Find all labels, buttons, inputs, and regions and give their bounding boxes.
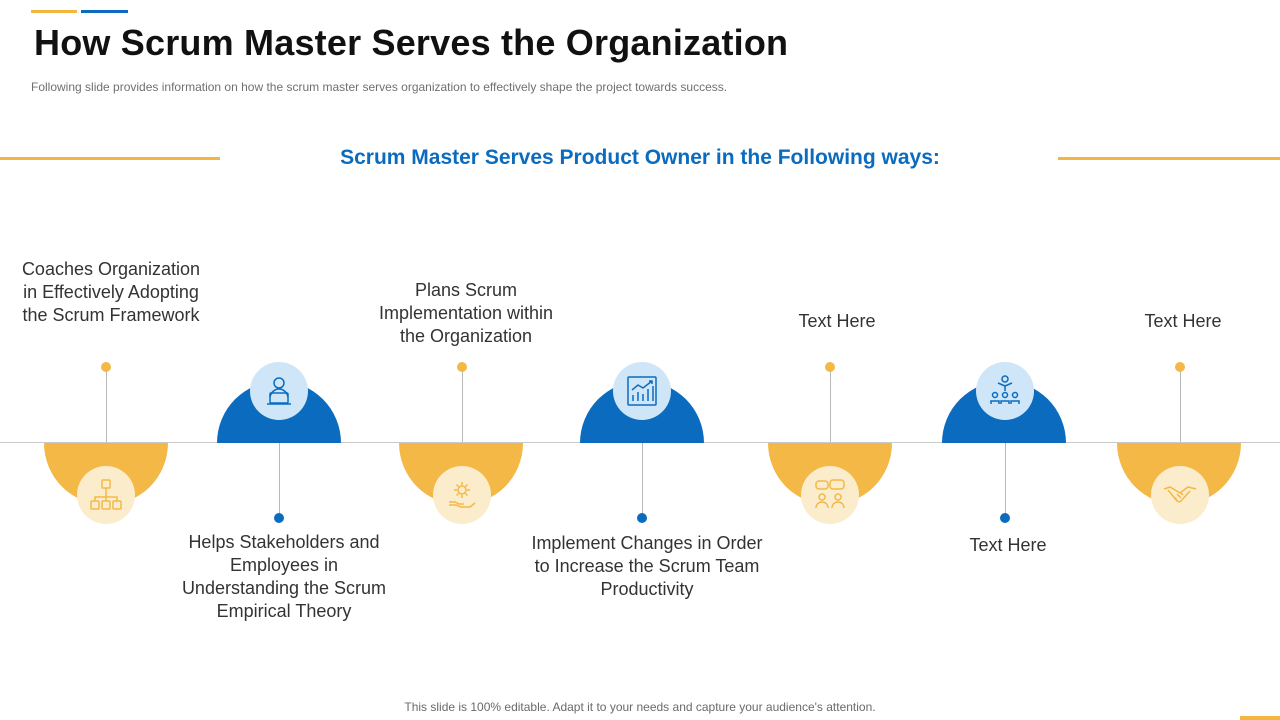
growth-chart-icon (627, 376, 657, 406)
step-3-icon-badge (433, 466, 491, 524)
step-2-connector (279, 443, 280, 518)
step-7-icon-badge (1151, 466, 1209, 524)
step-3-label: Plans Scrum Implementation within the Or… (378, 280, 554, 346)
step-3-dot (457, 362, 467, 372)
step-1-icon-badge (77, 466, 135, 524)
org-chart-icon (90, 479, 122, 510)
step-7-dot (1175, 362, 1185, 372)
step-5-label: Text Here (798, 311, 876, 331)
step-6-icon-badge (976, 362, 1034, 420)
step-3-connector (462, 370, 463, 442)
step-5-icon-badge (801, 466, 859, 524)
section-title: Scrum Master Serves Product Owner in the… (340, 146, 940, 169)
step-5-connector (830, 370, 831, 442)
step-1-dot (101, 362, 111, 372)
footer-note: This slide is 100% editable. Adapt it to… (404, 700, 876, 714)
discussion-icon (815, 479, 845, 509)
handshake-icon (1163, 486, 1197, 503)
step-6-dot (1000, 513, 1010, 523)
step-6-connector (1005, 443, 1006, 518)
step-2-icon-badge (250, 362, 308, 420)
corner-accent (1240, 716, 1280, 720)
person-laptop-icon (267, 377, 291, 405)
top-accent-blue (81, 10, 128, 13)
step-4-connector (642, 443, 643, 518)
section-line-left (0, 157, 220, 160)
top-accent-gold (31, 10, 77, 13)
step-4-icon-badge (613, 362, 671, 420)
step-2-label: Helps Stakeholders and Employees in Unde… (181, 532, 387, 621)
step-6-label: Text Here (969, 535, 1047, 555)
step-7-connector (1180, 370, 1181, 442)
step-7-label: Text Here (1144, 311, 1222, 331)
page-title: How Scrum Master Serves the Organization (34, 22, 789, 63)
step-1-label: Coaches Organization in Effectively Adop… (21, 259, 201, 325)
step-5-dot (825, 362, 835, 372)
step-4-label: Implement Changes in Order to Increase t… (531, 533, 763, 599)
section-line-right (1058, 157, 1280, 160)
page-subtitle: Following slide provides information on … (31, 80, 728, 94)
team-presentation-icon (990, 375, 1020, 404)
step-1-connector (106, 370, 107, 442)
gear-hand-icon (449, 482, 476, 508)
step-4-dot (637, 513, 647, 523)
step-2-dot (274, 513, 284, 523)
